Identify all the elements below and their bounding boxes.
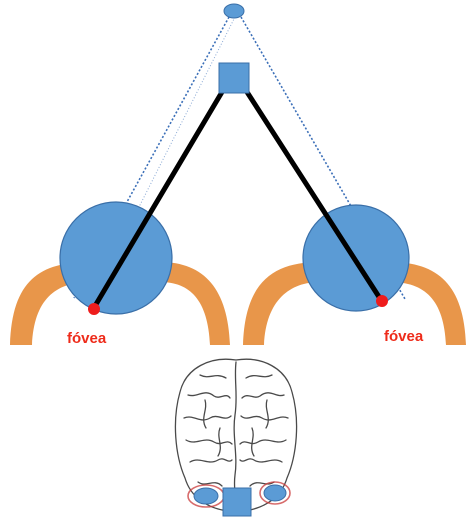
right-visual-cortex-eye-icon [263,484,287,502]
left-eye-socket [10,262,230,345]
left-fovea-label: fóvea [67,330,107,347]
brain-icon [174,358,298,513]
near-object-sightline-right [244,89,384,303]
near-object-square [218,62,250,94]
far-object-ellipse [223,3,245,19]
cortex-object-square [222,487,252,517]
right-eye-socket [243,262,466,345]
left-visual-cortex-eye-icon [193,487,219,505]
right-fovea-point [376,295,388,307]
far-object-sightline-left [73,16,230,299]
left-eyeball [59,201,173,315]
left-fovea-point [88,303,100,315]
right-fovea-label: fóvea [384,328,424,345]
right-visual-cortex-highlight [259,481,291,505]
near-object-sightline-left [92,89,225,309]
